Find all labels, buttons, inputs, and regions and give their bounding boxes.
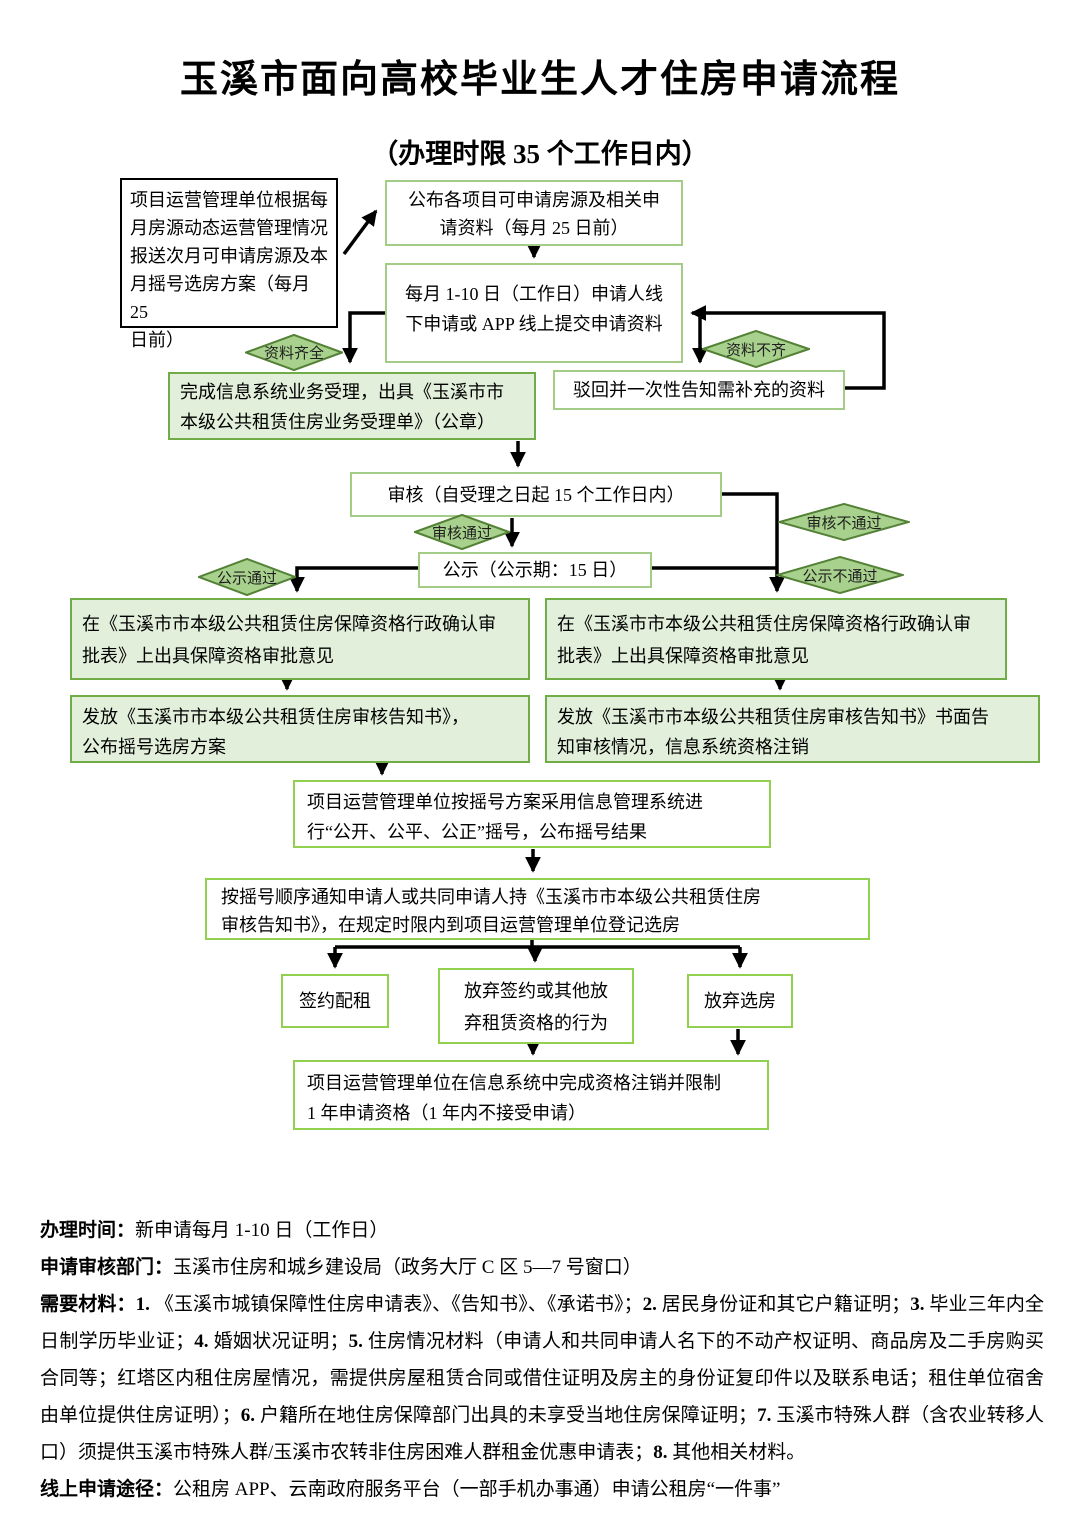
page-title: 玉溪市面向高校毕业生人才住房申请流程 [179, 59, 900, 101]
confirm-left-box: 在《玉溪市市本级公共租赁住房保障资格行政确认审 批表》上出具保障资格审批意见 [70, 598, 530, 680]
reject-box: 驳回并一次性告知需补充的资料 [553, 370, 845, 410]
note-paragraph: 需要材料：1. 《玉溪市城镇保障性住房申请表》、《告知书》、《承诺书》；2. 居… [40, 1294, 1044, 1463]
materials-complete-diamond: 资料齐全 [245, 334, 343, 371]
diamond-label: 审核不通过 [806, 515, 882, 532]
giveup-sign-box: 放弃签约或其他放 弃租赁资格的行为 [438, 968, 634, 1044]
source-box: 项目运营管理单位根据每 月房源动态运营管理情况 报送次月可申请房源及本 月摇号选… [120, 178, 338, 350]
diamond-label: 资料不齐 [725, 342, 786, 359]
diamond-label: 公示不通过 [802, 568, 878, 585]
notify-box: 按摇号顺序通知申请人或共同申请人持《玉溪市市本级公共租赁住房 审核告知书》，在规… [205, 878, 870, 940]
note-paragraph: 办理时间：新申请每月 1-10 日（工作日） [40, 1220, 389, 1241]
review-pass-diamond: 审核通过 [414, 514, 510, 550]
page-subtitle: （办理时限 35 个工作日内） [371, 139, 709, 169]
publish-box: 公布各项目可申请房源及相关申 请资料（每月 25 日前） [385, 180, 683, 246]
apply-box: 每月 1-10 日（工作日）申请人线 下申请或 APP 线上提交申请资料 [385, 263, 683, 363]
diamond-label: 资料齐全 [263, 346, 324, 362]
note-paragraph: 线上申请途径：公租房 APP、云南政府服务平台（一部手机办事通）申请公租房“一件… [40, 1479, 781, 1500]
confirm-right-box: 在《玉溪市市本级公共租赁住房保障资格行政确认审 批表》上出具保障资格审批意见 [545, 598, 1007, 680]
diamond-label: 公示通过 [216, 570, 277, 587]
notes-block: 办理时间：新申请每月 1-10 日（工作日） 申请审核部门：玉溪市住房和城乡建设局… [40, 1212, 1044, 1508]
publicity-fail-diamond: 公示不通过 [776, 556, 904, 594]
giveup-select-box: 放弃选房 [687, 974, 793, 1028]
issue-left-box: 发放《玉溪市市本级公共租赁住房审核告知书》， 公布摇号选房方案 [70, 695, 530, 763]
review-fail-diamond: 审核不通过 [778, 503, 910, 541]
issue-right-box: 发放《玉溪市市本级公共租赁住房审核告知书》书面告 知审核情况，信息系统资格注销 [545, 695, 1040, 763]
publicity-box: 公示（公示期：15 日） [418, 552, 652, 588]
accept-box: 完成信息系统业务受理，出具《玉溪市市 本级公共租赁住房业务受理单》（公章） [168, 372, 536, 440]
review-box: 审核（自受理之日起 15 个工作日内） [350, 472, 722, 517]
lottery-box: 项目运营管理单位按摇号方案采用信息管理系统进 行“公开、公平、公正”摇号，公布摇… [293, 780, 771, 848]
sign-box: 签约配租 [281, 974, 389, 1028]
cancel-box: 项目运营管理单位在信息系统中完成资格注销并限制 1 年申请资格（1 年内不接受申… [293, 1060, 769, 1130]
materials-incomplete-diamond: 资料不齐 [702, 330, 810, 368]
diamond-label: 审核通过 [431, 525, 492, 542]
publicity-pass-diamond: 公示通过 [198, 558, 296, 596]
note-paragraph: 申请审核部门：玉溪市住房和城乡建设局（政务大厅 C 区 5—7 号窗口） [40, 1257, 642, 1278]
